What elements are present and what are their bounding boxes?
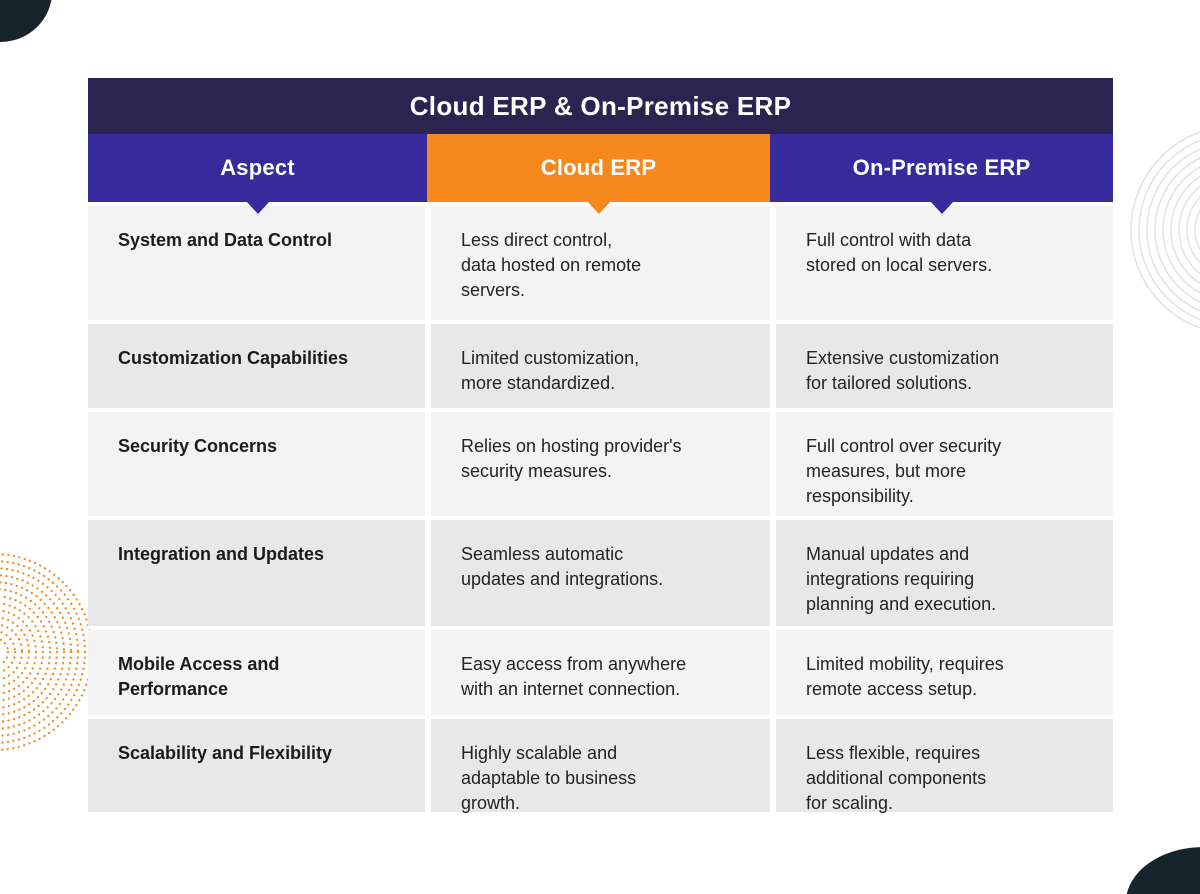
table-body: System and Data Control Less direct cont… [88,206,1113,813]
header-pointer-aspect-icon [245,201,270,214]
cell-cloud-row1: Less direct control, data hosted on remo… [431,206,770,320]
cell-cloud-row4: Seamless automatic updates and integrati… [431,520,770,626]
column-header-aspect-label: Aspect [220,155,295,180]
cell-aspect-row1: System and Data Control [88,206,425,320]
cell-aspect-row6: Scalability and Flexibility [88,719,425,812]
cell-aspect-row2: Customization Capabilities [88,324,425,408]
cell-onprem-row1: Full control with data stored on local s… [776,206,1113,320]
corner-blob-bottom-right [1126,847,1200,894]
cell-onprem-row4: Manual updates and integrations requirin… [776,520,1113,626]
cell-aspect-row5: Mobile Access and Performance [88,630,425,715]
cell-onprem-row2: Extensive customization for tailored sol… [776,324,1113,408]
cell-cloud-row5: Easy access from anywhere with an intern… [431,630,770,715]
cell-onprem-row3: Full control over security measures, but… [776,412,1113,516]
cell-cloud-row3: Relies on hosting provider's security me… [431,412,770,516]
table-title: Cloud ERP & On-Premise ERP [88,78,1113,134]
comparison-table: Cloud ERP & On-Premise ERP Aspect Cloud … [88,78,1113,813]
column-header-on-premise-erp-label: On-Premise ERP [852,155,1031,180]
column-header-aspect: Aspect [88,134,427,214]
column-header-cloud-erp: Cloud ERP [427,134,770,214]
cell-cloud-row6: Highly scalable and adaptable to busines… [431,719,770,813]
cell-onprem-row5: Limited mobility, requires remote access… [776,630,1113,715]
corner-blob-top-left [0,0,52,42]
dotted-rings-bottom-left [0,553,94,751]
cell-onprem-row6: Less flexible, requires additional compo… [776,719,1113,813]
header-pointer-cloud-icon [586,201,611,214]
column-header-cloud-erp-label: Cloud ERP [540,155,657,180]
cell-aspect-row3: Security Concerns [88,412,425,516]
cell-aspect-row4: Integration and Updates [88,520,425,626]
cell-cloud-row2: Limited customization, more standardized… [431,324,770,408]
rings-top-right [1130,131,1200,329]
table-header-row: Aspect Cloud ERP On-Premise ERP [88,134,1113,214]
column-header-on-premise-erp: On-Premise ERP [770,134,1113,214]
header-pointer-on-premise-icon [929,201,954,214]
